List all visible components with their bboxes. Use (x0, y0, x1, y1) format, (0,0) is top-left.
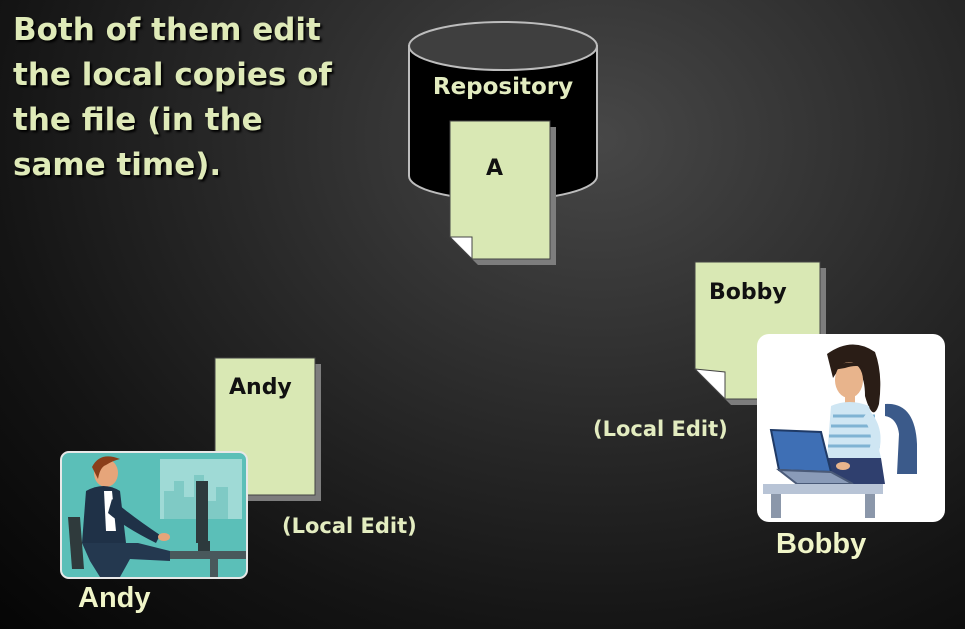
repository-label: Repository (432, 74, 574, 100)
bobby-illustration (757, 334, 945, 522)
andy-illustration (60, 451, 248, 579)
andy-edit-note: (Local Edit) (282, 514, 417, 538)
repository-file-label: A (486, 156, 504, 181)
bobby-edit-note: (Local Edit) (593, 417, 728, 441)
repository-file: A (448, 120, 556, 265)
andy-file-label: Andy (229, 375, 292, 400)
bobby-file-label: Bobby (709, 280, 787, 305)
andy-name-label: Andy (78, 582, 151, 614)
slide-heading: Both of them edit the local copies of th… (13, 12, 332, 183)
bobby-name-label: Bobby (776, 528, 867, 560)
